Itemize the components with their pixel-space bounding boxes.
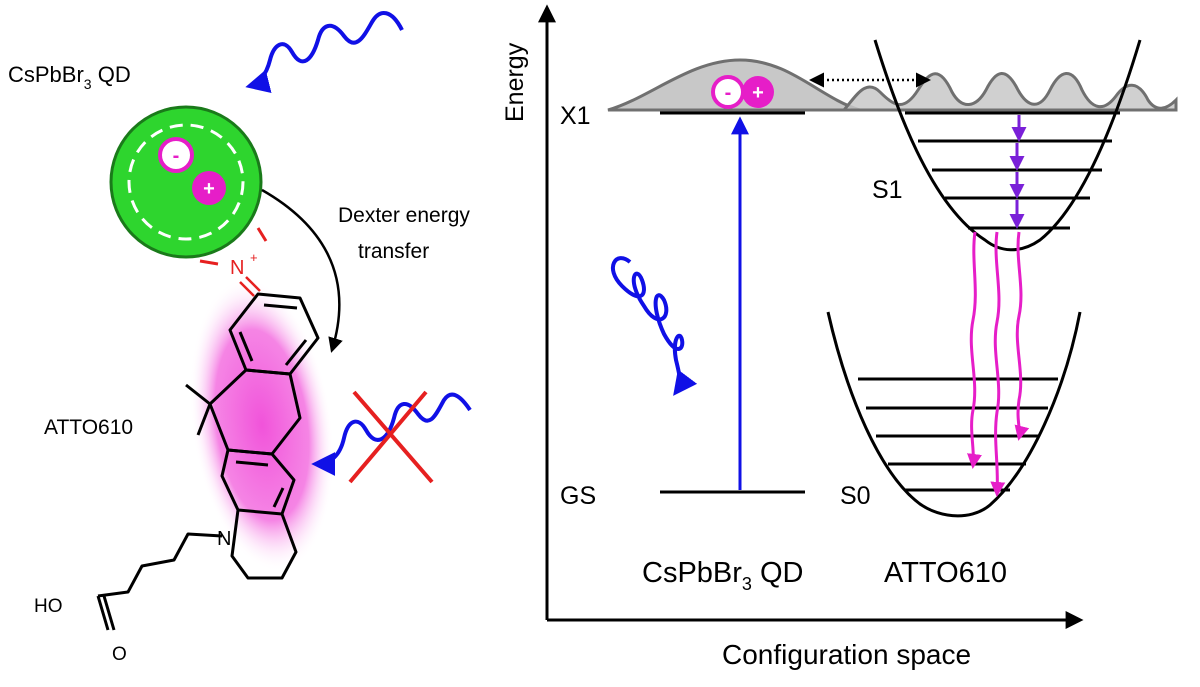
dye-label: ATTO610 [44,416,133,439]
saturated-ring [230,509,298,580]
qd-label: CsPbBr3 QD [8,62,131,92]
s0-potential-well [826,311,1082,518]
contact-dash [256,227,268,242]
exciton-hole-sign: + [752,82,764,104]
s1-vibrational-levels [905,111,1120,230]
s0-label: S0 [840,482,871,510]
acid-oxygen-label: O [112,644,127,665]
ring-top-double-bonds [238,303,308,366]
blocked-cross [348,390,434,484]
s1-label: S1 [872,176,903,204]
hole-sign: + [203,178,215,200]
s0-vibrational-levels [858,377,1058,492]
x1-label: X1 [560,102,591,130]
emission-arrow [967,231,982,469]
transfer-label-line1: Dexter energy [338,204,470,227]
contact-dash [199,259,219,266]
carbonyl-bond [96,595,116,631]
absorbed-photon-arrow [610,256,698,396]
ring-bottom-double-bonds [235,460,285,508]
iminium-charge: + [250,250,258,265]
vibrational-relaxation [1009,115,1027,229]
electron [158,137,194,173]
configuration-axis-label: Configuration space [722,639,971,670]
exciton-hole [742,76,774,108]
energy-axis-label: Energy [501,42,529,122]
fluorescence-emission [967,231,1030,497]
gs-label: GS [560,482,596,510]
exciton-electron-sign: - [725,82,732,104]
s1-potential-well [873,39,1142,252]
quantum-dot-shell [109,105,263,259]
emission-arrow [1014,231,1030,441]
transfer-label-line2: transfer [358,240,429,263]
hole [192,171,226,205]
gem-dimethyl [185,383,212,436]
dye-caption: ATTO610 [884,557,1007,589]
emission-arrow [990,231,1006,497]
iminium-nitrogen: N [230,257,244,279]
incoming-photon-arrow [245,11,404,93]
electron-sign: - [173,145,180,167]
blocked-photon-arrow [311,392,472,476]
iminium-double-bond [239,276,261,297]
quantum-dot-core-boundary [127,123,245,241]
dexter-transfer-arrow [261,188,343,353]
amine-nitrogen: N [217,528,231,550]
butanoic-acid-chain [97,532,223,598]
acid-hydroxyl-label: HO [34,596,63,617]
qd-caption: CsPbBr3 QD [642,557,804,594]
atto610-structure [96,292,320,631]
